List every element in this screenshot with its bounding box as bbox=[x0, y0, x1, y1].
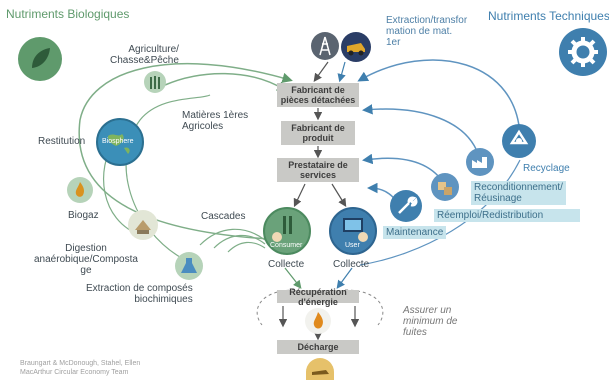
footer-credit: Braungart & McDonough, Stahel, Ellen Mac… bbox=[20, 360, 141, 376]
assurer-label: Assurer un minimum de fuites bbox=[403, 305, 458, 338]
box-decharge: Décharge bbox=[277, 340, 359, 354]
collecte-left-label: Collecte bbox=[268, 259, 305, 270]
mining-truck-icon bbox=[341, 32, 371, 62]
recyclage-label: Recyclage bbox=[523, 163, 570, 174]
tech-arc-recond bbox=[362, 104, 481, 161]
consumer-label: Consumer bbox=[270, 242, 303, 249]
bio-outer-arc bbox=[78, 63, 293, 241]
user-label: User bbox=[345, 242, 360, 249]
reconditionnement-label: Reconditionnement/ Réusinage bbox=[471, 181, 566, 205]
flask-icon bbox=[175, 252, 203, 280]
cascades-label: Cascades bbox=[201, 211, 246, 222]
biogaz-label: Biogaz bbox=[68, 210, 99, 221]
bio-arc-agri bbox=[164, 72, 288, 92]
box-prestataire: Prestataire de services bbox=[277, 158, 359, 182]
cascade-arc-1 bbox=[199, 228, 266, 246]
collecte-right-label: Collecte bbox=[333, 259, 370, 270]
user-icon bbox=[329, 207, 377, 255]
flame-icon bbox=[67, 177, 93, 203]
agriculture-label: Agriculture/ Chasse&Pêche bbox=[110, 44, 179, 66]
boxes-icon bbox=[431, 173, 459, 201]
reemploi-label: Réemploi/Redistribution bbox=[434, 209, 580, 222]
wheat-icon bbox=[144, 71, 166, 93]
leaf-icon bbox=[18, 37, 62, 81]
oil-rig-icon bbox=[311, 32, 339, 60]
box-recuperation: Récupération d'énergie bbox=[277, 287, 359, 307]
box-fabricant-pieces: Fabricant de pièces détachées bbox=[277, 83, 359, 107]
factory-icon bbox=[466, 148, 494, 176]
maintenance-label: Maintenance bbox=[383, 226, 447, 239]
recycle-icon bbox=[502, 124, 536, 158]
gear-icon bbox=[559, 28, 607, 76]
energy-flame-icon bbox=[305, 308, 331, 334]
tech-arc-recyclage bbox=[357, 59, 521, 141]
tech-arc-lower bbox=[359, 159, 521, 266]
extraction-bio-label: Extraction de composés biochimiques bbox=[86, 283, 193, 305]
restitution-label: Restitution bbox=[38, 136, 86, 147]
cascade-arc-2 bbox=[213, 234, 266, 249]
wrench-icon bbox=[390, 190, 422, 222]
matieres-label: Matières 1ères Agricoles bbox=[182, 110, 249, 132]
landfill-truck-icon bbox=[306, 358, 334, 380]
bio-header: Nutriments Biologiques bbox=[6, 7, 130, 21]
compost-icon bbox=[128, 210, 158, 240]
consumer-icon bbox=[263, 207, 311, 255]
tech-header: Nutriments Techniques bbox=[488, 9, 609, 23]
box-fabricant-produit: Fabricant de produit bbox=[281, 121, 355, 145]
cascade-arc-3 bbox=[227, 241, 266, 253]
biosphere-label: Biosphere bbox=[102, 138, 134, 145]
digestion-label: Digestion anaérobique/Composta ge bbox=[34, 243, 138, 276]
extraction-tech-label: Extraction/transfor mation de mat. 1er bbox=[386, 15, 468, 48]
globe-icon bbox=[96, 118, 144, 166]
